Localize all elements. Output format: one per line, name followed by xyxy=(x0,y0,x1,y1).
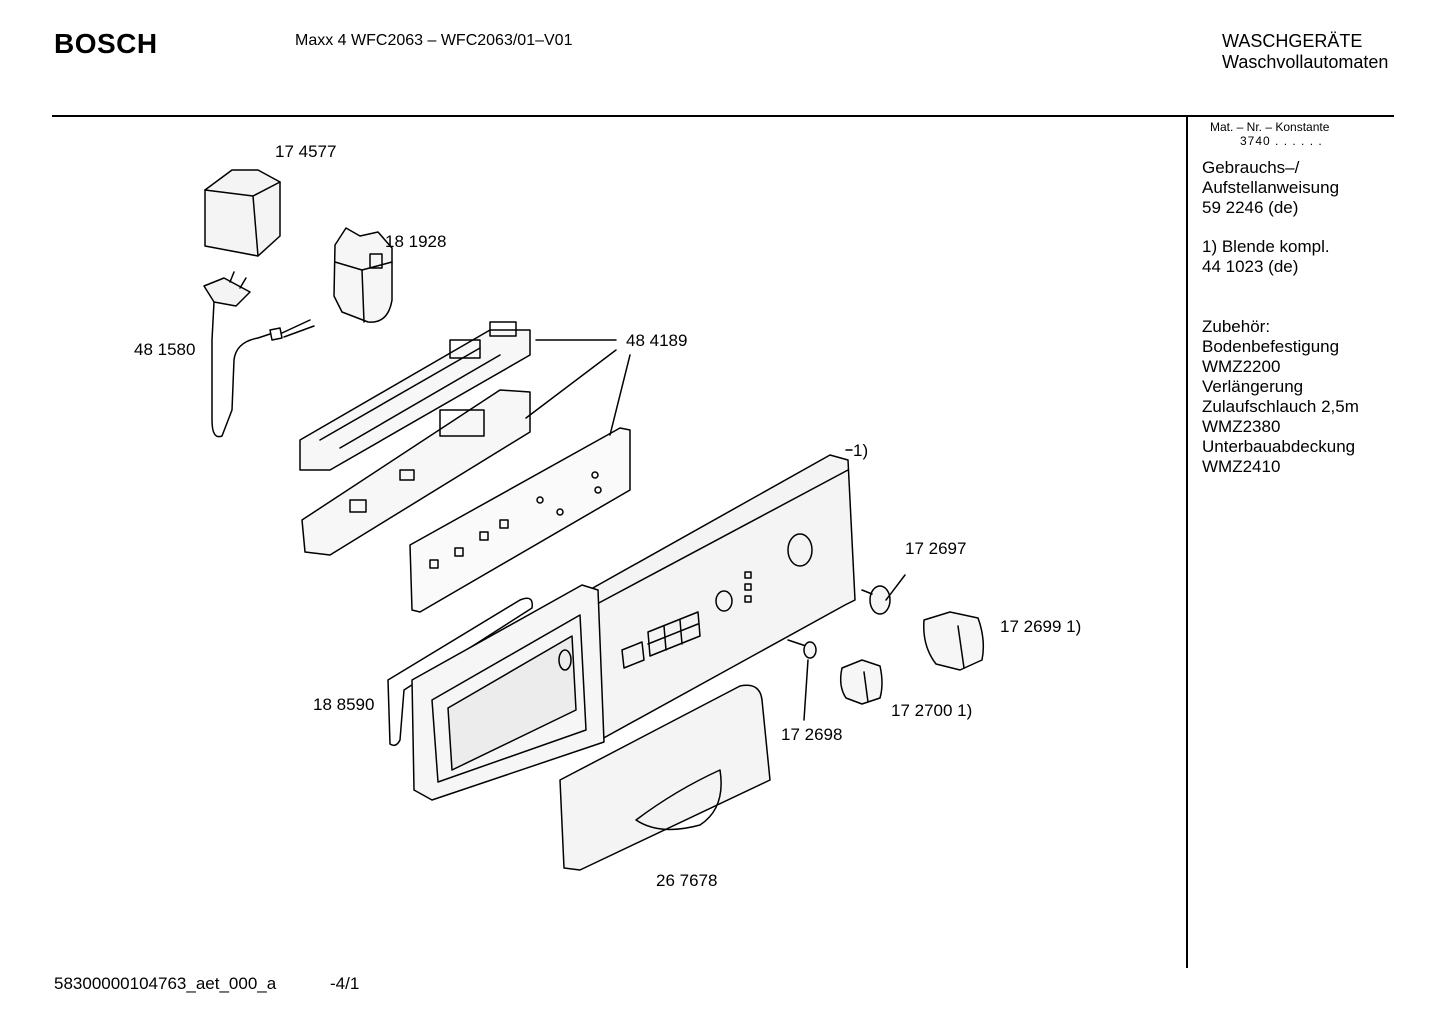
accessory-line: WMZ2380 xyxy=(1202,417,1281,436)
accessory-line: Verlängerung xyxy=(1202,377,1304,396)
part-label: 17 2699 1) xyxy=(1000,617,1082,636)
sidebar-divider xyxy=(1186,116,1188,968)
manual-line: Aufstellanweisung xyxy=(1202,178,1340,197)
manual-block: Gebrauchs–/ Aufstellanweisung 59 2246 (d… xyxy=(1202,158,1339,218)
panel-note-line: 1) Blende kompl. xyxy=(1202,237,1330,256)
part-label: 17 2700 1) xyxy=(891,701,973,720)
page-number: -4/1 xyxy=(330,974,360,993)
accessory-line: Bodenbefestigung xyxy=(1202,337,1340,356)
accessories-block: Zubehör: Bodenbefestigung WMZ2200 Verlän… xyxy=(1202,317,1359,477)
panel-note-line: 44 1023 (de) xyxy=(1202,257,1299,276)
category-title: WASCHGERÄTE xyxy=(1222,31,1363,51)
part-label: 48 1580 xyxy=(134,340,196,359)
mat-nr-label: Mat. – Nr. – Konstante xyxy=(1210,120,1330,134)
manual-line: Gebrauchs–/ xyxy=(1202,158,1300,177)
manual-line: 59 2246 (de) xyxy=(1202,198,1299,217)
part-label: 17 2698 xyxy=(781,725,843,744)
part-label: 18 1928 xyxy=(385,232,447,251)
part-label: 17 2697 xyxy=(905,539,967,558)
document-id: 58300000104763_aet_000_a xyxy=(54,974,277,993)
part-label: 26 7678 xyxy=(656,871,718,890)
cover-part xyxy=(204,169,281,257)
accessory-line: Zubehör: xyxy=(1202,317,1271,336)
shaft-part xyxy=(787,639,817,721)
accessory-line: Unterbauabdeckung xyxy=(1202,437,1356,456)
seal-part xyxy=(387,597,533,747)
part-label: 48 4189 xyxy=(626,331,688,350)
door-part xyxy=(559,684,771,871)
part-label: 1) xyxy=(853,441,869,460)
accessory-line: WMZ2200 xyxy=(1202,357,1281,376)
panel-note-block: 1) Blende kompl. 44 1023 (de) xyxy=(1202,237,1330,277)
accessory-line: WMZ2410 xyxy=(1202,457,1281,476)
part-label: 17 4577 xyxy=(275,142,337,161)
mat-nr-value: 3740 . . . . . . xyxy=(1240,134,1323,148)
accessory-line: Zulaufschlauch 2,5m xyxy=(1202,397,1359,416)
knob-small-part xyxy=(861,574,906,615)
drawer-part xyxy=(411,584,605,801)
category-subtitle: Waschvollautomaten xyxy=(1222,52,1389,72)
brand-logo: BOSCH xyxy=(54,28,158,59)
knob-medium-part xyxy=(839,659,883,705)
part-label: 18 8590 xyxy=(313,695,375,714)
knob-large-part xyxy=(923,611,985,671)
module-part xyxy=(299,321,631,613)
header-divider xyxy=(52,115,1394,117)
model-title: Maxx 4 WFC2063 – WFC2063/01–V01 xyxy=(295,32,573,49)
filter-part xyxy=(333,227,393,323)
cable-part xyxy=(203,271,315,438)
